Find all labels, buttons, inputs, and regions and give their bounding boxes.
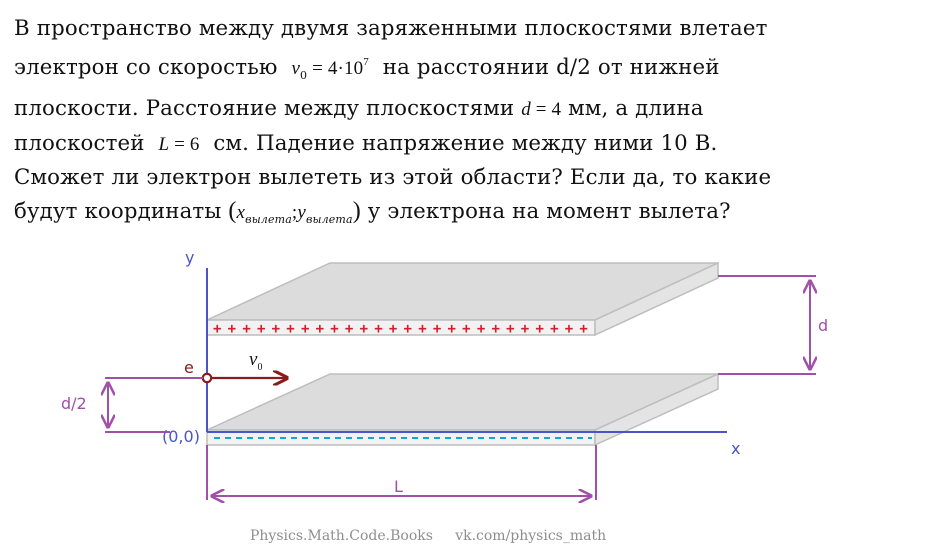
problem-text: В пространство между двумя заряженными п… <box>14 12 929 237</box>
footer-watermark: Physics.Math.Code.Books vk.com/physics_m… <box>250 528 710 544</box>
origin-label: (0,0) <box>162 427 200 446</box>
gap-dimension <box>718 275 816 375</box>
velocity-formula: v0 = 4·107 <box>291 55 369 82</box>
problem-line-5: Сможет ли электрон вылететь из этой обла… <box>14 165 772 191</box>
length-dimension <box>206 445 597 500</box>
electron-dot <box>201 372 213 384</box>
problem-line-6: будут координаты (xвылета;yвылета) у эле… <box>14 197 731 226</box>
velocity-label: v0 <box>249 349 262 373</box>
plus-charges: + + + + + + + + + + + + + + + + + + + + … <box>213 321 587 337</box>
y-axis-label: y <box>185 248 194 267</box>
x-axis-label: x <box>731 439 740 458</box>
half-gap-label: d/2 <box>61 394 87 413</box>
problem-line-2: электрон со скоростью v0 = 4·107 на расс… <box>14 54 720 82</box>
length-formula: L = 6 <box>158 133 200 155</box>
half-gap-dimension <box>105 377 203 433</box>
top-plate: + + + + + + + + + + + + + + + + + + + + … <box>206 261 719 337</box>
exit-coordinates-formula: (xвылета;yвылета) <box>228 197 361 226</box>
distance-formula: d = 4 <box>521 99 562 121</box>
gap-label: d <box>818 316 828 335</box>
electron-label: e <box>184 358 194 377</box>
footer-left: Physics.Math.Code.Books <box>250 528 433 544</box>
length-label: L <box>394 477 403 496</box>
problem-line-1: В пространство между двумя заряженными п… <box>14 16 768 41</box>
problem-line-3: плоскости. Расстояние между плоскостями … <box>14 96 704 122</box>
footer-right: vk.com/physics_math <box>455 528 607 544</box>
bottom-plate <box>206 372 719 447</box>
problem-line-4: плоскостей L = 6 см. Падение напряжение … <box>14 130 718 156</box>
